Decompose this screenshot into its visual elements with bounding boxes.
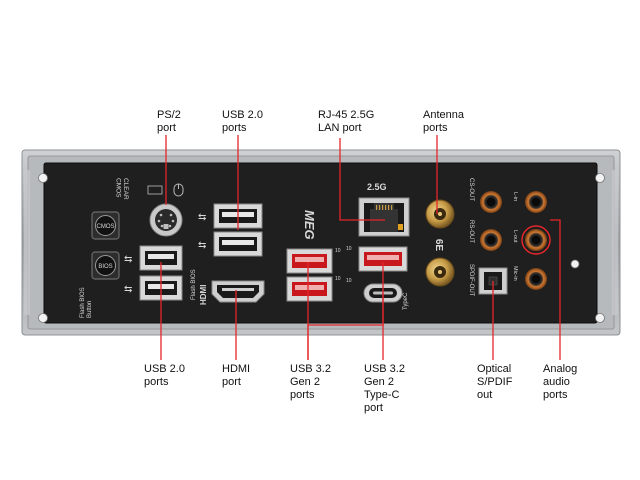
mount-hole-left-bottom bbox=[38, 313, 48, 323]
callout-line-rj45 bbox=[339, 138, 385, 221]
label-analog-audio-ports: Analog audio ports bbox=[543, 363, 578, 401]
spdif-out-print: SPDIF-OUT bbox=[468, 264, 474, 297]
cmos-button-text: CMOS bbox=[97, 224, 115, 230]
label-usb32-typec-port: USB 3.2 Gen 2 Type-C port bbox=[364, 363, 405, 414]
analog-audio-ports[interactable] bbox=[480, 191, 551, 290]
mount-hole-right-mid bbox=[570, 259, 580, 269]
label-hdmi-port: HDMI port bbox=[222, 363, 251, 388]
cs-out-print: CS-OUT bbox=[468, 178, 474, 201]
callout-line-analog bbox=[550, 219, 561, 360]
usb32-gen2-ports[interactable]: 10 10 bbox=[286, 248, 341, 302]
usb-icon: ⇆ bbox=[198, 212, 206, 223]
callout-lines bbox=[160, 135, 561, 360]
usb-icon: ⇆ bbox=[124, 254, 132, 265]
usb-icon: ⇆ bbox=[198, 240, 206, 251]
rj45-lan-port[interactable] bbox=[358, 197, 410, 237]
ss10-print: 10 bbox=[346, 246, 352, 252]
usb-icon: ⇆ bbox=[124, 284, 132, 295]
mount-hole-right-top bbox=[595, 173, 605, 183]
meg-logo-text: MEG bbox=[302, 210, 317, 240]
lan-speed-print: 2.5G bbox=[367, 182, 387, 192]
label-rj45-lan-port: RJ-45 2.5G LAN port bbox=[318, 109, 375, 134]
label-usb2-top-ports: USB 2.0 ports bbox=[222, 109, 263, 134]
svg-text:6E: 6E bbox=[433, 239, 444, 252]
ss10-print: 10 bbox=[335, 248, 341, 254]
wifi-6e-logo-icon: 6E bbox=[433, 239, 444, 252]
label-optical-spdif-out: Optical S/PDIF out bbox=[477, 363, 513, 401]
line-in-print: L-in bbox=[512, 192, 518, 201]
antenna-ports[interactable] bbox=[425, 199, 455, 287]
keyboard-mouse-icon bbox=[173, 183, 184, 197]
mic-in-print: Mic-in bbox=[512, 266, 518, 281]
flash-bios-button-print: Flash BIOSButton bbox=[80, 287, 93, 318]
button-area: CLEARCMOS CMOS BIOS Flash BIOSButton bbox=[80, 178, 129, 318]
bios-button-text: BIOS bbox=[98, 264, 112, 270]
line-out-print: L-out bbox=[512, 230, 518, 243]
label-usb32-gen2-ports: USB 3.2 Gen 2 ports bbox=[290, 363, 331, 401]
label-antenna-ports: Antenna ports bbox=[423, 109, 464, 134]
hdmi-port[interactable] bbox=[211, 280, 265, 303]
mount-hole-right-bottom bbox=[595, 313, 605, 323]
hdmi-print: HDMI bbox=[199, 285, 208, 305]
rs-out-print: RS-OUT bbox=[468, 220, 474, 243]
label-ps2-port: PS/2 port bbox=[157, 109, 181, 134]
ss10-print: 10 bbox=[335, 276, 341, 282]
typec-print: TypeC bbox=[403, 292, 409, 310]
ss10-print: 10 bbox=[346, 278, 352, 284]
clear-cmos-button[interactable]: CMOS bbox=[91, 211, 120, 240]
flash-bios-port-print: Flash BIOS bbox=[191, 269, 197, 300]
mount-hole-left-top bbox=[38, 173, 48, 183]
label-usb2-bottom-ports: USB 2.0 ports bbox=[144, 363, 185, 388]
clear-cmos-print: CLEARCMOS bbox=[115, 178, 129, 200]
flash-bios-button[interactable]: BIOS bbox=[91, 251, 120, 280]
